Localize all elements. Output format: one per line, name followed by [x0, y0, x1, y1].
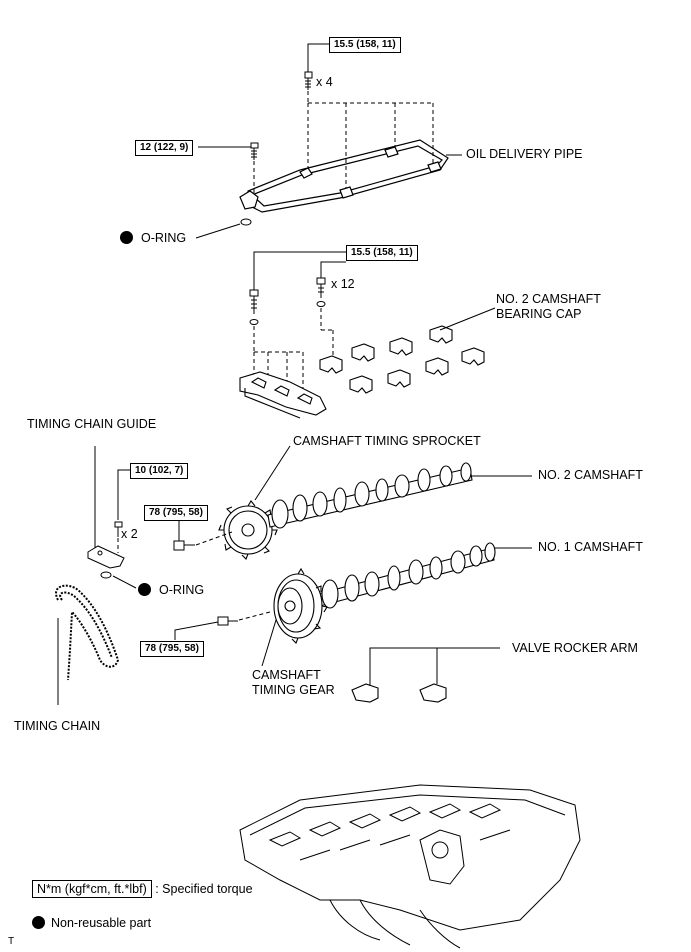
sprocket-bolt-icon [173, 540, 195, 551]
label-o-ring-1: O-RING [120, 231, 186, 246]
no2-camshaft-icon [267, 462, 473, 529]
label-o-ring-2: O-RING [138, 583, 204, 598]
non-reusable-dot-icon [138, 583, 151, 596]
torque-label-cap: 15.5 (158, 11) [346, 245, 418, 261]
timing-chain-icon [55, 584, 120, 681]
label-valve-rocker-arm: VALVE ROCKER ARM [512, 641, 638, 655]
camshaft-timing-gear-icon [273, 567, 328, 644]
label-timing-chain-guide: TIMING CHAIN GUIDE [27, 417, 157, 431]
o-ring-1-leader [195, 223, 241, 239]
guide-bolt-count: x 2 [121, 527, 138, 541]
label-no2-bearing-cap-line1: NO. 2 CAMSHAFT [496, 292, 601, 306]
cylinder-head-icon [239, 784, 581, 949]
guide-torque-leader [117, 469, 130, 520]
oil-delivery-pipe-icon [239, 139, 449, 213]
corner-mark: T [8, 936, 15, 947]
top-torque-leader [307, 43, 329, 72]
pipe-left-bolt-icon [250, 142, 259, 160]
gear-bolt-icon [217, 616, 238, 626]
gear-torque-leader [174, 621, 219, 640]
no1-bearing-cap-assembly-icon [239, 371, 327, 419]
gear-leader [261, 619, 277, 667]
valve-rocker-arm-icon [351, 683, 447, 703]
legend-torque-desc: : Specified torque [155, 882, 253, 896]
timing-chain-guide-icon [87, 545, 125, 569]
no2-bearing-caps-icon [319, 325, 485, 394]
cap-bolt-count: x 12 [331, 277, 355, 291]
label-timing-chain: TIMING CHAIN [14, 719, 101, 733]
torque-label-sprocket: 78 (795, 58) [144, 505, 208, 521]
label-no2-camshaft: NO. 2 CAMSHAFT [538, 468, 643, 482]
guide-bolt-icon [114, 521, 123, 537]
cap-bolt-right-icon [316, 277, 326, 307]
torque-label-pipe-left: 12 (122, 9) [135, 140, 194, 156]
sprocket-leader [254, 445, 291, 501]
non-reusable-dot-icon [120, 231, 133, 244]
torque-label-gear: 78 (795, 58) [140, 641, 204, 657]
no1-camshaft-icon [317, 542, 496, 609]
label-no1-camshaft: NO. 1 CAMSHAFT [538, 540, 643, 554]
cap-torque-leader-right [320, 261, 346, 278]
camshaft-timing-sprocket-icon [218, 500, 278, 560]
label-camshaft-timing-gear-line1: CAMSHAFT [252, 668, 321, 682]
o-ring-1-icon [240, 218, 252, 226]
label-oil-delivery-pipe: OIL DELIVERY PIPE [466, 147, 583, 161]
top-bolt-dashed-lines [307, 91, 434, 191]
top-bolt-icon [304, 71, 313, 90]
o-ring-2-icon [100, 571, 112, 579]
torque-label-guide: 10 (102, 7) [130, 463, 189, 479]
label-camshaft-timing-sprocket: CAMSHAFT TIMING SPROCKET [293, 434, 481, 448]
cap-torque-leader-left [253, 251, 346, 290]
cap-bolt-left-icon [249, 289, 259, 325]
label-camshaft-timing-gear-line2: TIMING GEAR [252, 683, 335, 697]
non-reusable-dot-icon [32, 916, 45, 929]
legend-non-reusable: Non-reusable part [32, 916, 151, 931]
bearing-cap-leader [439, 307, 496, 331]
rocker-arm-leader [369, 647, 500, 686]
torque-label-top: 15.5 (158, 11) [329, 37, 401, 53]
label-no2-bearing-cap-line2: BEARING CAP [496, 307, 582, 321]
o-ring-2-leader [112, 575, 137, 589]
top-bolt-count: x 4 [316, 75, 333, 89]
legend-torque: N*m (kgf*cm, ft.*lbf) : Specified torque [32, 880, 253, 898]
legend-torque-unit: N*m (kgf*cm, ft.*lbf) [32, 880, 152, 898]
